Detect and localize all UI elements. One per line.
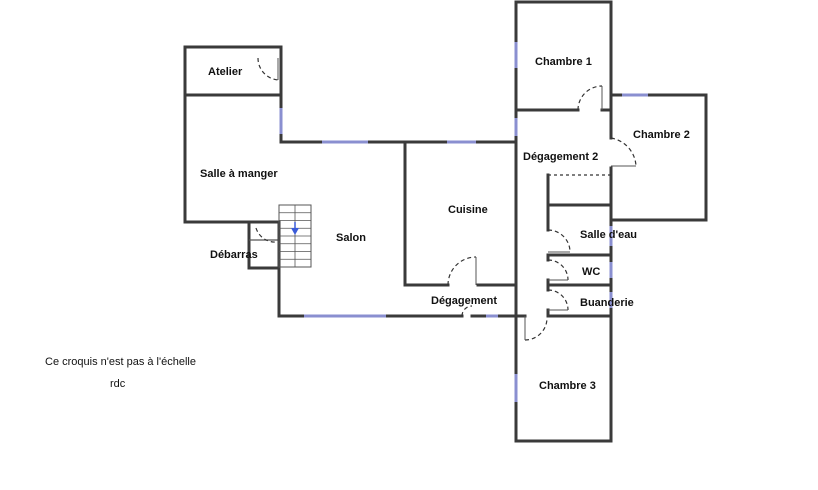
- door-degagement: [461, 305, 473, 317]
- label-salle-a-manger: Salle à manger: [200, 168, 278, 180]
- door-debarras: [255, 227, 278, 243]
- windows: [279, 42, 648, 402]
- door-salle-deau: [547, 229, 571, 253]
- label-degagement2: Dégagement 2: [523, 151, 598, 163]
- door-chambre3: [524, 317, 548, 341]
- floor-label: rdc: [110, 378, 126, 390]
- door-chambre2: [610, 137, 637, 167]
- chambre1-walls: [514, 0, 613, 144]
- label-salon: Salon: [336, 232, 366, 244]
- door-buanderie: [547, 289, 569, 311]
- label-salle-deau: Salle d'eau: [580, 229, 637, 241]
- debarras-walls: [247, 220, 281, 270]
- stairs-icon: [278, 204, 312, 268]
- label-chambre1: Chambre 1: [535, 56, 592, 68]
- door-wc: [547, 259, 569, 281]
- cuisine-left-bottom-wall: [403, 140, 450, 287]
- label-cuisine: Cuisine: [448, 204, 488, 216]
- arrow-down-icon: [291, 228, 299, 235]
- stair-steps: [279, 205, 311, 267]
- chambre2-walls: [609, 93, 708, 222]
- label-degagement: Dégagement: [431, 295, 497, 307]
- label-debarras: Débarras: [210, 249, 258, 261]
- label-chambre2: Chambre 2: [633, 129, 690, 141]
- walls: [183, 0, 708, 443]
- door-cuisine: [447, 256, 477, 286]
- scale-note: Ce croquis n'est pas à l'échelle: [45, 356, 196, 368]
- door-chambre1: [577, 85, 603, 111]
- room-labels: Atelier Salle à manger Salon Débarras Cu…: [200, 56, 690, 392]
- label-chambre3: Chambre 3: [539, 380, 596, 392]
- atelier-walls: [183, 45, 283, 97]
- label-atelier: Atelier: [208, 66, 243, 78]
- salle-a-manger-walls: [183, 93, 279, 224]
- label-buanderie: Buanderie: [580, 297, 634, 309]
- label-wc: WC: [582, 266, 600, 278]
- door-atelier: [257, 57, 279, 81]
- doors: [255, 57, 637, 341]
